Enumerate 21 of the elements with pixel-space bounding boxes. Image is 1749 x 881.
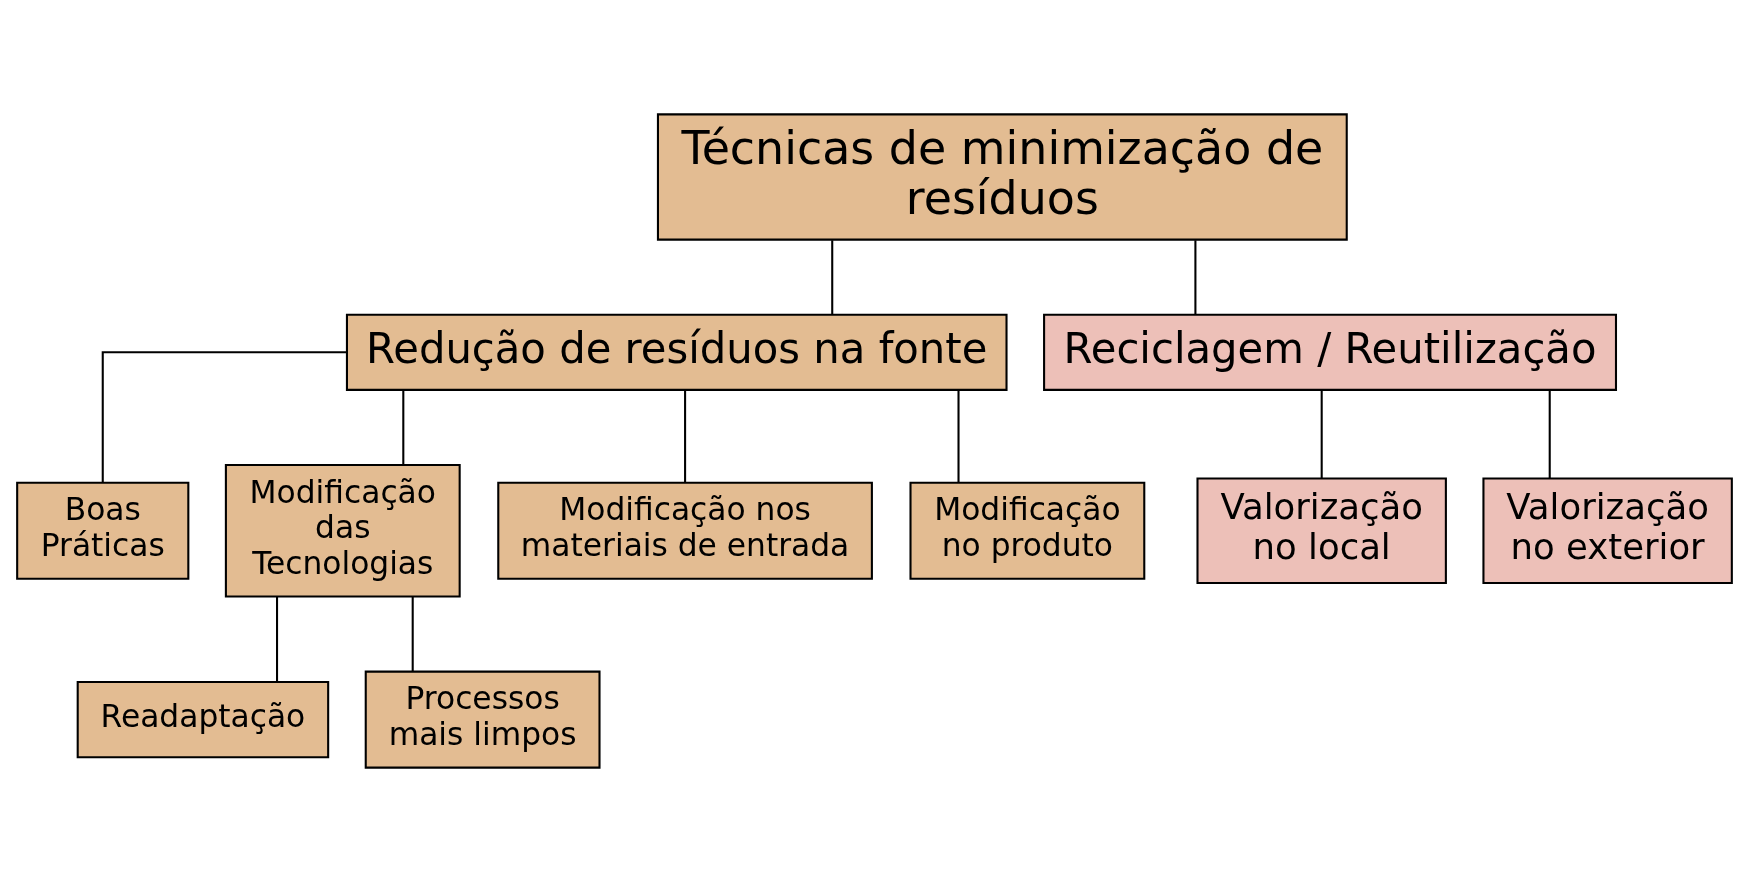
connector [402, 389, 405, 465]
connector [1320, 389, 1323, 478]
connector [101, 350, 347, 482]
node-box: Modificação nos materiais de entrada [497, 481, 873, 580]
connector [276, 596, 279, 682]
node-box: Valorização no local [1196, 477, 1447, 584]
connector [411, 596, 414, 671]
node-box: Boas Práticas [16, 481, 190, 580]
node-box: Processos mais limpos [364, 670, 601, 769]
connector [957, 389, 960, 482]
connector [1194, 239, 1197, 314]
node-box: Redução de resíduos na fonte [345, 313, 1008, 391]
node-box: Técnicas de minimização de resíduos [656, 112, 1348, 241]
node-box: Valorização no exterior [1482, 477, 1733, 584]
node-box: Modificação no produto [909, 481, 1146, 580]
node-box: Readaptação [76, 680, 330, 758]
connector [831, 239, 834, 314]
node-box: Reciclagem / Reutilização [1043, 313, 1618, 391]
connector [1548, 389, 1551, 478]
node-box: Modificação das Tecnologias [224, 463, 461, 598]
connector [684, 389, 687, 482]
